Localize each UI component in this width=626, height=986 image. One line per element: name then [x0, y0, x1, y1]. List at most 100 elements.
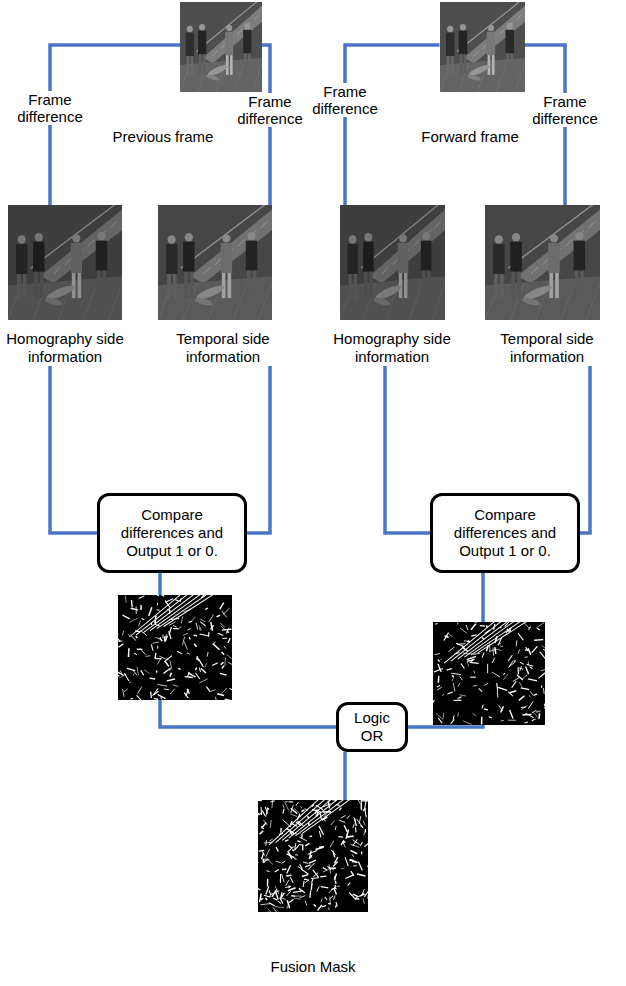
photo-leg [72, 273, 76, 298]
photo-leg [549, 273, 553, 298]
mask-stroke [304, 809, 308, 811]
mask-stroke [285, 802, 289, 811]
mask-stroke [467, 656, 476, 659]
mask-stroke [157, 684, 167, 686]
mask-stroke [193, 634, 197, 636]
mask-stripe [444, 617, 500, 663]
photo-stair-edge [213, 51, 218, 56]
mask-stroke [297, 841, 300, 842]
mask-stroke [131, 698, 133, 699]
photo-lying-figure [373, 296, 391, 306]
mask-stroke [294, 898, 301, 899]
mask-stroke [205, 663, 207, 668]
mask-stroke [460, 628, 467, 633]
mask-stroke [199, 679, 207, 683]
mask-stroke [159, 656, 168, 660]
mask-stroke [278, 901, 281, 903]
mask-stroke [188, 673, 195, 677]
mask-stroke [512, 681, 517, 687]
mask-stripe [143, 590, 200, 633]
mask-stroke [295, 854, 298, 855]
mask-stroke [319, 846, 324, 848]
mask-stroke [218, 633, 224, 635]
mask-stripe [164, 590, 221, 627]
mask-stroke [361, 893, 364, 897]
photo-wall [485, 205, 600, 320]
mask-stroke [129, 618, 137, 622]
mask-stroke [287, 865, 291, 873]
image-node: Homography side information [330, 205, 454, 366]
connector-line [345, 45, 440, 205]
mask-stroke [447, 692, 452, 694]
mask-stroke [260, 831, 264, 834]
mask-stroke [312, 810, 318, 811]
mask-stroke [155, 658, 162, 660]
mask-stroke [353, 839, 358, 845]
mask-stroke [297, 814, 300, 820]
mask-stroke [347, 836, 354, 837]
image-caption: Temporal side information [486, 330, 608, 366]
mask-stroke [265, 898, 267, 900]
mask-stroke [303, 862, 308, 863]
photo-body [16, 244, 27, 274]
photo-body [548, 243, 560, 273]
photo-body [243, 30, 251, 53]
mask-stroke [220, 623, 224, 627]
mask-stroke [129, 681, 131, 683]
mask-stroke [357, 800, 361, 805]
mask-stroke [536, 710, 539, 711]
mask-stroke [124, 673, 129, 681]
mask-stroke [200, 622, 205, 627]
mask-stroke [125, 596, 127, 603]
mask-stroke [330, 841, 334, 848]
mask-stroke [153, 642, 160, 643]
mask-stroke [266, 870, 269, 872]
mask-stroke [315, 849, 318, 853]
mask-stroke [537, 628, 540, 630]
mask-stroke [314, 904, 316, 906]
mask-stroke [175, 600, 178, 601]
mask-stroke [320, 876, 326, 878]
mask-stroke [270, 892, 271, 897]
mask-stroke [530, 667, 533, 669]
mask-stroke [310, 835, 312, 837]
mask-stroke [268, 909, 272, 912]
mask-stroke [503, 674, 508, 680]
mask-stroke [163, 635, 164, 639]
mask-stroke [291, 833, 296, 834]
mask-stroke [498, 687, 507, 690]
mask-stroke [116, 671, 124, 676]
image-caption: Temporal side information [162, 330, 284, 366]
image-caption: Previous frame [111, 128, 215, 146]
mask-stroke [328, 903, 331, 904]
mask-stroke [301, 869, 308, 874]
photo-wall [440, 2, 525, 92]
mask-stroke [157, 603, 158, 605]
mask-stroke [506, 628, 512, 633]
mask-stroke [528, 679, 537, 681]
photo-lying-figure [521, 296, 540, 306]
mask-stroke [453, 683, 455, 691]
mask-stroke [436, 713, 443, 719]
mask-stroke [321, 887, 328, 888]
mask-stroke [223, 608, 229, 614]
mask-stroke [202, 592, 208, 598]
mask-stroke [337, 886, 340, 887]
image-node: Temporal side information [158, 205, 284, 366]
mask-stroke [282, 819, 289, 826]
mask-stroke [158, 695, 166, 699]
mask-stroke [508, 720, 516, 721]
mask-stroke [301, 810, 304, 812]
mask-stroke [323, 868, 327, 870]
mask-stroke [368, 892, 369, 898]
mask-stroke [309, 860, 316, 863]
mask-stroke [141, 670, 144, 675]
mask-stroke [170, 689, 175, 694]
mask-stroke [137, 648, 143, 650]
mask-stroke [346, 835, 354, 837]
mask-stroke [482, 638, 485, 640]
mask-stroke [470, 677, 475, 678]
mask-stroke [519, 696, 525, 701]
image-node: Previous frame [180, 2, 262, 92]
